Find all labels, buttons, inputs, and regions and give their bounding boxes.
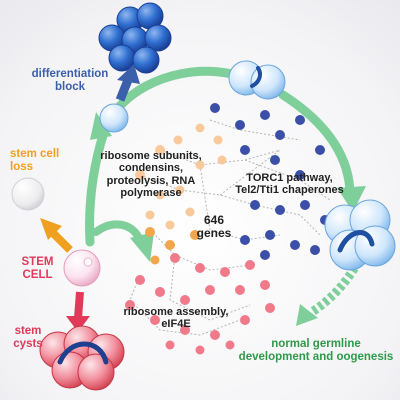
stem-cysts-cluster: [39, 325, 125, 391]
label-stem-cell: STEM CELL: [21, 256, 54, 281]
label-ribosome-assembly: ribosome assembly, eIF4E: [123, 306, 229, 331]
label-stem-cysts: stem cysts: [13, 325, 43, 350]
label-gene-count: 646 genes: [196, 213, 232, 241]
blue-nodes: [210, 103, 330, 260]
light-blue-cell: [99, 103, 129, 133]
red-arrow: [66, 291, 90, 332]
orange-nodes: [135, 123, 227, 265]
network-edges: [129, 119, 331, 336]
label-ribosome-subunits: ribosome subunits, condensins, proteolys…: [100, 150, 202, 199]
orange-arrow: [40, 218, 73, 253]
label-normal-development: normal germline development and oogenesi…: [238, 338, 394, 363]
stem-cell-loss-cell: [11, 177, 45, 211]
two-cell-cyst: [228, 60, 286, 100]
label-torc1: TORC1 pathway, Tel2/Tti1 chaperones: [235, 172, 344, 197]
red-nodes: [125, 253, 275, 355]
differentiation-block-cluster: [98, 2, 172, 74]
stem-cell-nucleus: [83, 257, 93, 267]
label-stem-cell-loss: stem cell loss: [10, 148, 60, 173]
label-differentiation-block: differentiation block: [31, 68, 109, 93]
blue-arrow: [115, 64, 140, 102]
stem-cell: [63, 249, 101, 287]
four-cell-cyst: [324, 199, 396, 271]
